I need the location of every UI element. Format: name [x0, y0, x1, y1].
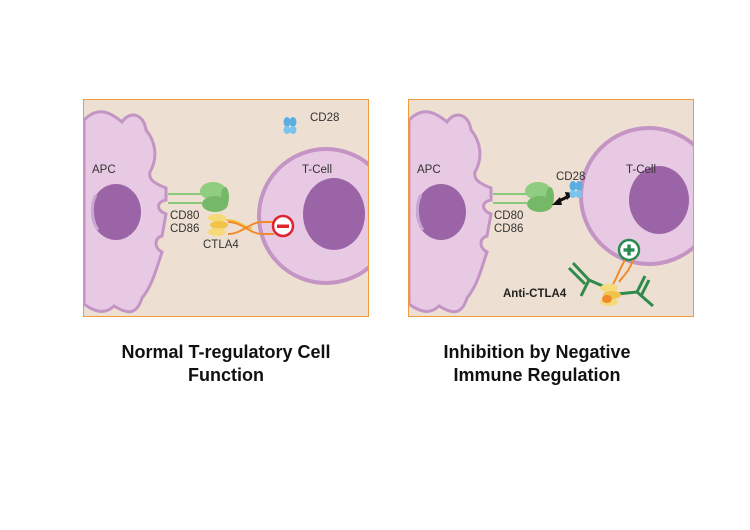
- cd28-receptor: [569, 181, 583, 198]
- anti-ctla4-label: Anti-CTLA4: [503, 288, 567, 300]
- caption-line: Immune Regulation: [453, 365, 621, 385]
- normal-treg-diagram: [84, 110, 368, 314]
- anti-ctla4-antibody-right: [616, 275, 654, 308]
- inhibition-panel: APC T-Cell CD28 CD80 CD86 Anti-CTLA4: [408, 99, 694, 317]
- caption-line: Normal T-regulatory Cell: [121, 342, 331, 362]
- tcell-label: T-Cell: [626, 164, 657, 176]
- tcell-nucleus: [303, 178, 365, 250]
- apc-nucleus: [91, 184, 141, 240]
- cd80-cd86-receptor: [200, 182, 229, 212]
- caption-line: Inhibition by Negative: [443, 342, 631, 362]
- cd28-receptor: [283, 117, 297, 134]
- cd80-label: CD80: [170, 210, 200, 222]
- ctla4-label: CTLA4: [203, 239, 239, 251]
- cd86-label: CD86: [170, 223, 200, 235]
- ctla4-protein: [600, 284, 621, 306]
- cd28-label: CD28: [310, 112, 340, 124]
- apc-nucleus: [416, 184, 466, 240]
- cd80-label: CD80: [494, 210, 524, 222]
- tcell-label: T-Cell: [302, 164, 333, 176]
- inhibition-caption: Inhibition by Negative Immune Regulation: [387, 341, 687, 387]
- caption-line: Function: [188, 365, 264, 385]
- apc-label: APC: [417, 164, 441, 176]
- ctla4-protein: [208, 214, 253, 236]
- tcell-nucleus: [629, 166, 689, 234]
- anti-ctla4-antibody-left: [567, 261, 606, 297]
- normal-treg-caption: Normal T-regulatory Cell Function: [76, 341, 376, 387]
- normal-treg-panel: APC T-Cell CD28 CD80 CD86 CTLA4: [83, 99, 369, 317]
- cd86-label: CD86: [494, 223, 524, 235]
- cd28-label: CD28: [556, 171, 586, 183]
- cd80-cd86-receptor: [525, 182, 554, 212]
- inhibition-icon: [271, 214, 295, 238]
- apc-label: APC: [92, 164, 116, 176]
- ctla4-binding-lines: [227, 221, 274, 235]
- activation-icon: [617, 238, 641, 262]
- inhibition-diagram: [409, 110, 693, 314]
